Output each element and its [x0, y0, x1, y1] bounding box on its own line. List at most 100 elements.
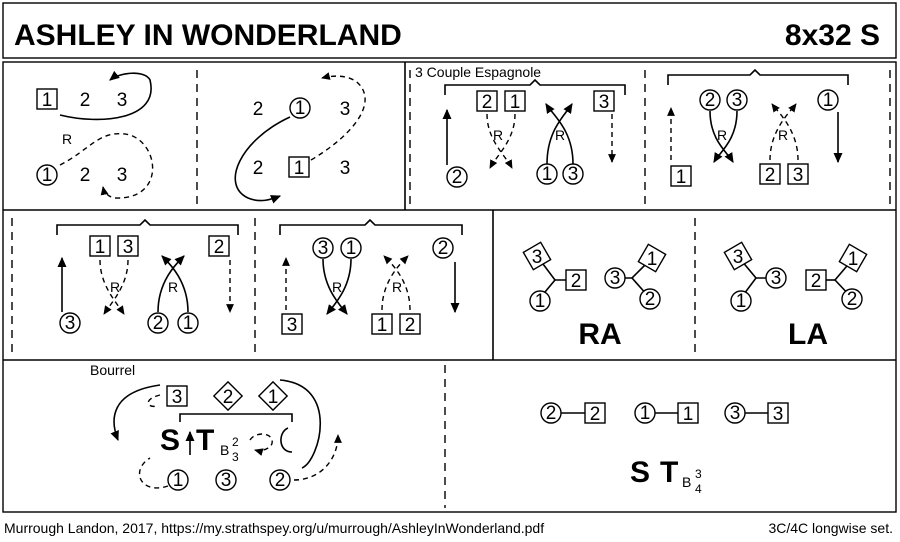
man-3-path — [103, 259, 129, 315]
reel-label: R — [778, 127, 788, 143]
lady-1-label: 1 — [535, 291, 546, 312]
lady-2-circle — [639, 288, 661, 310]
lady-1-path — [326, 258, 352, 315]
brace — [667, 68, 849, 85]
man-2-box — [212, 380, 244, 412]
man-2-box — [759, 163, 781, 185]
turn-t: T — [196, 424, 214, 457]
lady-3-circle — [215, 469, 237, 491]
lady-2-path — [157, 255, 185, 313]
man-2-path — [383, 255, 411, 311]
lady-2-label: 2 — [452, 167, 463, 188]
fraction-top: 3 — [695, 467, 702, 481]
lady-1-label: 1 — [173, 470, 184, 491]
lady-3-label: 3 — [732, 90, 743, 111]
lady-2-label: 2 — [705, 90, 716, 111]
reel-label: R — [555, 127, 565, 143]
lady-2-label: 2 — [847, 289, 858, 310]
man-1-label: 1 — [647, 249, 658, 270]
turn-b: B — [220, 442, 229, 458]
lady-1-label: 1 — [183, 313, 194, 334]
man-2-label: 2 — [811, 271, 822, 292]
man-3-label: 3 — [733, 247, 744, 268]
man-1-label: 1 — [676, 167, 687, 188]
man-2-label: 2 — [590, 404, 601, 425]
lady-3-label: 3 — [340, 158, 351, 179]
lady-3-circle — [726, 89, 748, 111]
man-2-box — [476, 90, 498, 112]
figure-panel-2: 2 1 3 2 1 3 — [234, 72, 366, 204]
lady-1-circle — [167, 469, 189, 491]
lady-1-path — [59, 133, 154, 199]
reel-label: R — [110, 279, 120, 295]
espagnole-label: 3 Couple Espagnole — [415, 64, 541, 80]
setting-s: S — [160, 424, 180, 457]
lady-1-label: 1 — [542, 164, 553, 185]
lady-2-label: 2 — [275, 470, 286, 491]
man-2-label: 2 — [253, 99, 264, 120]
man-1-label: 1 — [510, 92, 521, 113]
lady-3-path — [322, 258, 348, 315]
lady-1-path — [546, 103, 573, 165]
lady-3-label: 3 — [318, 238, 329, 259]
figure-panel-5: 1 3 2 3 2 1 R R — [56, 218, 239, 334]
man-1-path — [381, 255, 409, 311]
diagram-frame — [2, 61, 897, 513]
title-frame — [2, 2, 897, 59]
man-3-box — [522, 241, 552, 271]
lady-3-label: 3 — [610, 268, 621, 289]
lady-3-path — [713, 110, 738, 163]
figure-panel-6: 3 1 2 3 1 2 R R — [279, 218, 463, 336]
man-2-path — [486, 113, 513, 169]
man-3-box — [767, 402, 789, 424]
man-1-label: 1 — [377, 315, 388, 336]
man-2-label: 2 — [80, 90, 91, 111]
reel-label: R — [493, 127, 503, 143]
left-hands-across-panel: 3 3 1 2 1 2 LA — [723, 241, 868, 351]
man-1-path — [489, 113, 516, 169]
man-2-box — [399, 313, 421, 335]
lady-1-circle — [177, 312, 199, 334]
man-2-label: 2 — [405, 315, 416, 336]
man-1-box — [89, 235, 111, 257]
lady-1-label: 1 — [295, 98, 306, 119]
lady-2-circle — [147, 312, 169, 334]
man-1-box — [637, 243, 667, 273]
lady-inner-path — [138, 457, 169, 489]
reel-label: R — [332, 279, 342, 295]
figure-panel-1: 1 2 3 1 2 3 R — [36, 70, 154, 199]
man-2-label: 2 — [223, 387, 234, 408]
lady-3-circle — [59, 312, 81, 334]
man-1-box — [288, 156, 310, 178]
lady-3-label: 3 — [568, 164, 579, 185]
lady-1-label: 1 — [736, 291, 747, 312]
lady-2-label: 2 — [80, 165, 91, 186]
man-3-box — [166, 385, 188, 407]
dance-code: 8x32 S — [785, 19, 880, 52]
reel-label: R — [168, 279, 178, 295]
man-3-label: 3 — [793, 165, 804, 186]
lady-2-label: 2 — [253, 158, 264, 179]
fraction-top: 2 — [232, 435, 239, 449]
man-3-box — [117, 235, 139, 257]
lady-3-circle — [312, 237, 334, 259]
lady-3-circle — [765, 267, 787, 289]
brace — [279, 218, 463, 235]
brace — [444, 78, 626, 95]
man-1-label: 1 — [95, 237, 106, 258]
man-2-label: 2 — [571, 271, 582, 292]
man-outer-loop — [279, 379, 321, 469]
fraction-bottom: 4 — [695, 482, 702, 496]
man-3-box — [723, 241, 753, 271]
lady-1-path — [234, 116, 291, 204]
lady-1-label: 1 — [42, 165, 53, 186]
la-label: LA — [788, 318, 828, 351]
lady-2-circle — [841, 288, 863, 310]
man-2-label: 2 — [765, 165, 776, 186]
lady-1-circle — [817, 89, 839, 111]
man-1-box — [371, 313, 393, 335]
bourrel-label: Bourrel — [90, 362, 135, 378]
lady-3-label: 3 — [117, 165, 128, 186]
lady-2-circle — [446, 166, 468, 188]
man-1-path — [59, 70, 152, 121]
